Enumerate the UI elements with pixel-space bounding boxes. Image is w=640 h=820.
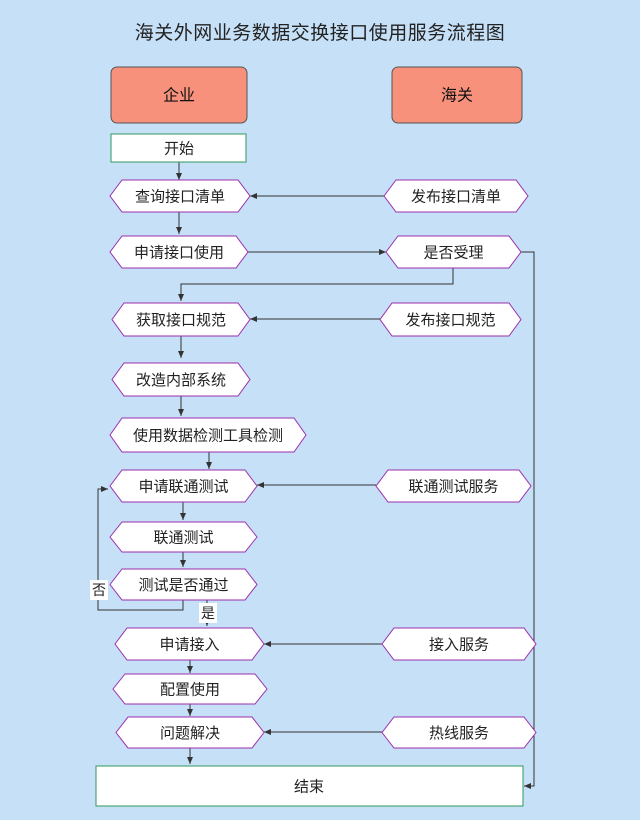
node-end-label: 结束: [294, 778, 324, 796]
node-publish-list: 发布接口清单: [383, 179, 529, 213]
node-query-list-shape: [109, 179, 251, 213]
node-test-service-shape: [375, 469, 532, 503]
node-hotline-service-shape: [381, 716, 537, 749]
node-accept-check: 是否受理: [385, 235, 522, 269]
lane-header-customs: 海关: [391, 66, 523, 124]
connector-accept-getspec: [178, 268, 454, 301]
node-test-service-label: 联通测试服务: [408, 478, 498, 496]
node-query-list-label: 查询接口清单: [135, 188, 225, 206]
node-query-list: 查询接口清单: [109, 179, 251, 213]
node-end: 结束: [95, 765, 524, 807]
node-detect-tool-shape: [109, 417, 307, 453]
node-apply-test: 申请联通测试: [109, 469, 258, 503]
node-test-label: 联通测试: [153, 529, 213, 547]
node-detect-tool: 使用数据检测工具检测: [109, 417, 307, 453]
node-modify-system-shape: [111, 362, 251, 397]
node-modify-system-label: 改造内部系统: [136, 371, 226, 389]
node-config-use: 配置使用: [112, 673, 268, 705]
node-apply-use-shape: [109, 235, 249, 269]
node-hotline-service-label: 热线服务: [429, 724, 489, 742]
node-test-pass-shape: [109, 568, 258, 601]
connector-accept-end: [521, 251, 535, 789]
node-publish-list-label: 发布接口清单: [411, 188, 501, 206]
node-access-service: 接入服务: [381, 627, 537, 661]
node-test-service: 联通测试服务: [375, 469, 532, 503]
node-start-label: 开始: [164, 140, 194, 158]
node-access-service-shape: [381, 627, 537, 661]
node-test: 联通测试: [109, 521, 258, 553]
node-access-service-label: 接入服务: [429, 636, 489, 654]
node-apply-test-label: 申请联通测试: [138, 478, 228, 496]
node-apply-test-shape: [109, 469, 258, 503]
node-apply-use: 申请接口使用: [109, 235, 249, 269]
node-test-pass: 测试是否通过: [109, 568, 258, 601]
node-detect-tool-label: 使用数据检测工具检测: [133, 427, 283, 445]
node-config-use-label: 配置使用: [160, 681, 220, 699]
node-get-spec-shape: [111, 302, 251, 337]
node-config-use-shape: [112, 673, 268, 705]
node-problem-solve-label: 问题解决: [160, 724, 220, 742]
lane-label-enterprise: 企业: [163, 86, 195, 105]
lane-label-customs: 海关: [441, 86, 473, 105]
node-apply-access: 申请接入: [114, 627, 265, 661]
lane-header-enterprise: 企业: [110, 66, 248, 124]
node-test-pass-label: 测试是否通过: [138, 576, 228, 594]
node-test-shape: [109, 521, 258, 553]
node-publish-list-shape: [383, 179, 529, 213]
node-accept-check-shape: [385, 235, 522, 269]
branch-label-no: 否: [90, 580, 108, 600]
node-problem-solve: 问题解决: [115, 716, 265, 749]
node-modify-system: 改造内部系统: [111, 362, 251, 397]
node-publish-spec-label: 发布接口规范: [405, 311, 495, 329]
branch-label-yes: 是: [199, 603, 217, 623]
svg-text:否: 否: [92, 583, 106, 599]
svg-text:是: 是: [201, 606, 215, 622]
node-accept-check-label: 是否受理: [423, 244, 483, 262]
node-publish-spec: 发布接口规范: [379, 302, 522, 337]
page-title: 海关外网业务数据交换接口使用服务流程图: [134, 22, 506, 44]
node-apply-access-label: 申请接入: [159, 636, 219, 654]
node-problem-solve-shape: [115, 716, 265, 749]
node-apply-access-shape: [114, 627, 265, 661]
node-publish-spec-shape: [379, 302, 522, 337]
node-get-spec-label: 获取接口规范: [136, 311, 226, 329]
node-hotline-service: 热线服务: [381, 716, 537, 749]
node-get-spec: 获取接口规范: [111, 302, 251, 337]
connector-pass-no-loop: [97, 486, 184, 611]
node-apply-use-label: 申请接口使用: [134, 244, 224, 262]
node-start: 开始: [110, 133, 247, 163]
